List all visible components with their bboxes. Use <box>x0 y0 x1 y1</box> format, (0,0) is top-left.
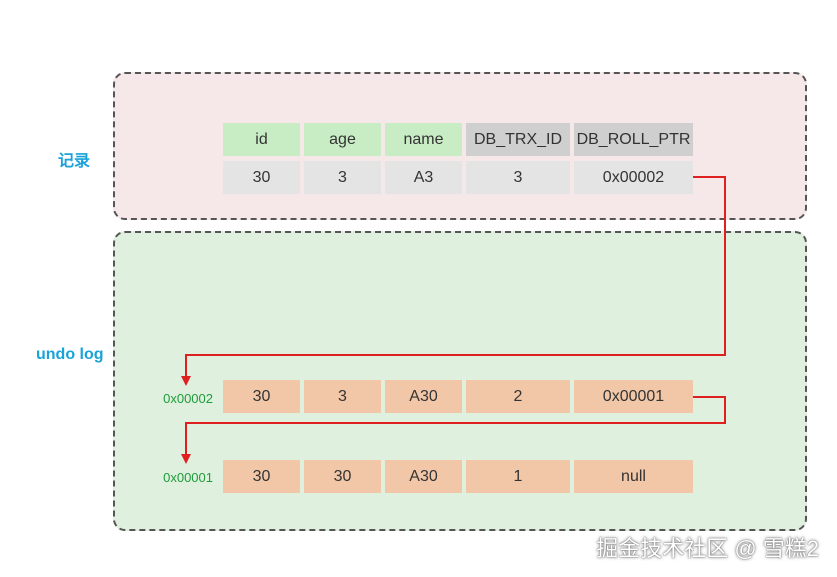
column-header-db-roll-ptr: DB_ROLL_PTR <box>574 123 693 156</box>
undo-row-cell-db-trx-id: 2 <box>466 380 570 413</box>
undo-row-cell-age: 30 <box>304 460 381 493</box>
undo-row-cell-db-trx-id: 1 <box>466 460 570 493</box>
undo-row-cell-id: 30 <box>223 380 300 413</box>
undo-row-cell-name: A30 <box>385 380 462 413</box>
record-cell-age: 3 <box>304 161 381 194</box>
column-header-name: name <box>385 123 462 156</box>
watermark: 掘金技术社区 @ 雪糕2 <box>596 536 819 561</box>
record-cell-db-roll-ptr: 0x00002 <box>574 161 693 194</box>
roll-ptr-arrow-undo-to-undo <box>181 396 726 464</box>
undo-log-label: undo log <box>36 346 104 363</box>
undo-row-cell-name: A30 <box>385 460 462 493</box>
column-header-age: age <box>304 123 381 156</box>
record-cell-id: 30 <box>223 161 300 194</box>
undo-row-cell-id: 30 <box>223 460 300 493</box>
undo-row-cell-db-roll-ptr: 0x00001 <box>574 380 693 413</box>
undo-row-cell-db-roll-ptr: null <box>574 460 693 493</box>
undo-row-address: 0x00002 <box>163 391 213 406</box>
undo-row-cell-age: 3 <box>304 380 381 413</box>
record-cell-db-trx-id: 3 <box>466 161 570 194</box>
record-label: 记录 <box>58 153 91 170</box>
roll-ptr-arrow-record-to-undo <box>181 176 726 386</box>
record-cell-name: A3 <box>385 161 462 194</box>
column-header-db-trx-id: DB_TRX_ID <box>466 123 570 156</box>
column-header-id: id <box>223 123 300 156</box>
undo-row-address: 0x00001 <box>163 470 213 485</box>
